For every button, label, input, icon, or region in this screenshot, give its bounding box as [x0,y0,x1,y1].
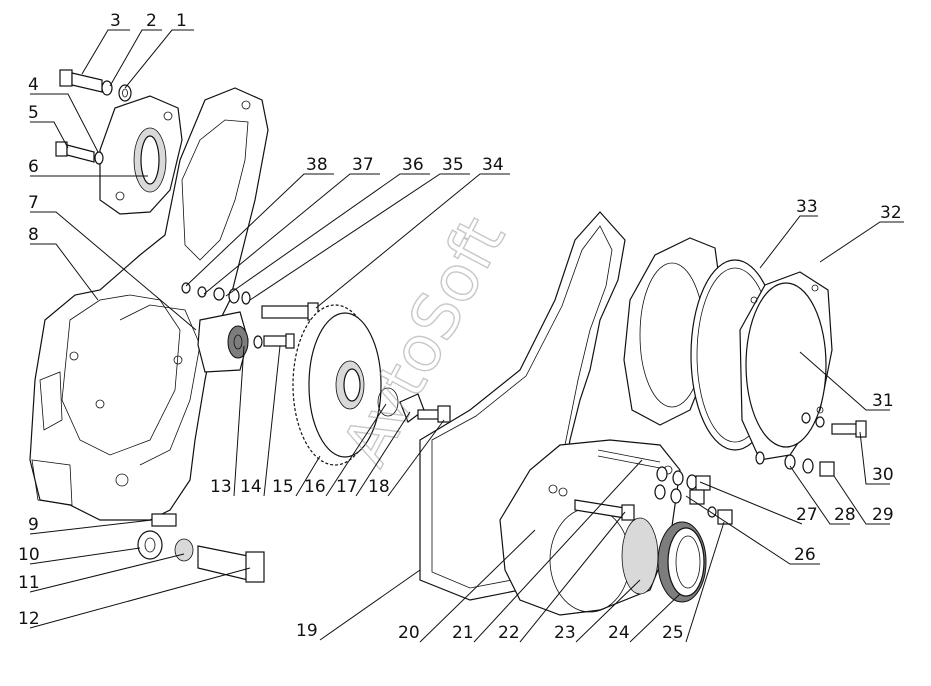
callout-32: 32 [880,203,902,223]
callout-9: 9 [28,515,39,535]
callout-21: 21 [452,623,474,643]
callout-13: 13 [210,477,232,497]
camshaft-gear [292,304,382,466]
callout-10: 10 [18,545,40,565]
callout-33: 33 [796,197,818,217]
callout-1: 1 [176,11,187,31]
callout-7: 7 [28,193,39,213]
top-bolt-set [55,69,132,165]
cover-gasket-inner [431,225,613,589]
callout-20: 20 [398,623,420,643]
callout-6: 6 [28,157,39,177]
callout-5: 5 [28,103,39,123]
callout-18: 18 [368,477,390,497]
callout-30: 30 [872,465,894,485]
callout-31: 31 [872,391,894,411]
gear-fasteners [377,387,451,423]
seal-plate [99,95,183,215]
oil-seal [657,521,707,603]
callout-8: 8 [28,225,39,245]
callout-26: 26 [794,545,816,565]
callout-labels: 3 2 1 4 5 6 7 8 38 37 36 35 34 13 14 15 … [18,11,902,643]
callout-14: 14 [240,477,262,497]
callout-22: 22 [498,623,520,643]
callout-28: 28 [834,505,856,525]
callout-38: 38 [306,155,328,175]
callout-34: 34 [482,155,504,175]
callout-29: 29 [872,505,894,525]
callout-16: 16 [304,477,326,497]
callout-12: 12 [18,609,40,629]
bottom-bolt-set [137,513,265,583]
callout-2: 2 [146,11,157,31]
callout-4: 4 [28,75,39,95]
round-cover [739,271,833,461]
callout-24: 24 [608,623,630,643]
callout-3: 3 [110,11,121,31]
cover-gasket [419,211,626,601]
callout-37: 37 [352,155,374,175]
callout-23: 23 [554,623,576,643]
cover-bolts [755,412,867,477]
callout-11: 11 [18,573,40,593]
callout-35: 35 [442,155,464,175]
callout-19: 19 [296,621,318,641]
callout-15: 15 [272,477,294,497]
callout-25: 25 [662,623,684,643]
leader-lines [29,29,904,643]
small-bolts [707,506,733,525]
callout-17: 17 [336,477,358,497]
idler-hub [181,282,319,373]
timing-case-housing [29,87,269,521]
callout-27: 27 [796,505,818,525]
callout-36: 36 [402,155,424,175]
